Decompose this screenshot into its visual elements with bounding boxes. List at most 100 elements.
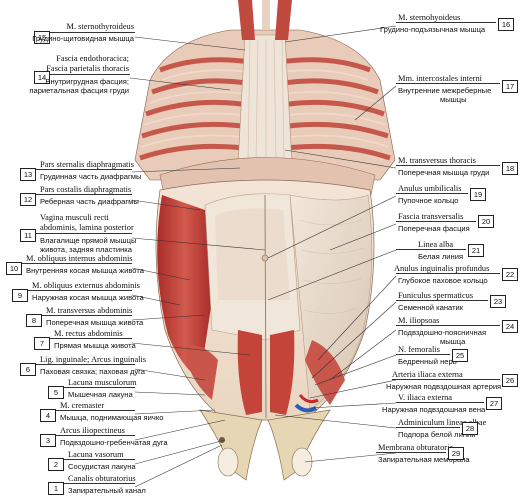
label-latin-9: M. obliquus externus abdominis [32,281,140,290]
label-number-5: 5 [48,386,64,399]
label-russian-7: Прямая мышца живота [54,341,136,350]
label-number-10: 10 [6,262,22,275]
label-russian-12: Реберная часть диафрагмы [40,197,139,206]
label-latin-21: Linea alba [418,240,454,249]
label-russian-13: Грудинная часть диафрагмы [40,172,142,181]
label-number-1: 1 [48,482,64,495]
label-russian-11b: живота, задняя пластинка [40,245,133,254]
sternohyoid-muscle [275,0,292,40]
label-latin-8: M. transversus abdominis [46,306,133,315]
label-russian-17b: мышцы [440,95,467,104]
label-latin-25: N. femoralis [398,345,440,354]
label-latin-28: Adminiculum lineae albae [398,418,487,427]
label-russian-3: Подвздошно-гребенчатая дуга [60,438,168,447]
label-latin-24: M. iliopsoas [398,316,440,325]
label-latin-5: Lacuna musculorum [68,378,137,387]
label-russian-10: Внутренняя косая мышца живота [26,266,144,275]
label-russian-17a: Внутренние межреберные [398,86,492,95]
label-latin-27: V. iliaca externa [398,393,453,402]
label-latin-11b: abdominis, lamina posterior [40,223,134,232]
label-latin-14a: Fascia endothoracica; [56,54,129,63]
label-russian-14b: париетальная фасция груди [29,86,129,95]
leader-lines [129,25,397,488]
label-russian-4: Мышца, поднимающая яичко [60,413,164,422]
label-number-4: 4 [40,409,56,422]
label-latin-11a: Vagina musculi recti [40,213,109,222]
label-number-12: 12 [20,193,36,206]
label-number-16: 16 [498,18,514,31]
label-latin-13: Pars sternalis diaphragmatis [40,160,134,169]
label-russian-8: Поперечная мышца живота [46,318,144,327]
label-number-22: 22 [502,268,518,281]
label-russian-5: Мышечная лакуна [68,390,133,399]
label-number-14: 14 [34,71,50,84]
label-latin-2: Lacuna vasorum [68,450,124,459]
label-russian-28: Подпора белой линии [398,430,476,439]
external-iliac-artery [298,394,319,404]
rectus-abdominis-left [237,330,262,415]
label-russian-22: Глубокое паховое кольцо [398,276,488,285]
label-latin-26: Arteria iliaca externa [392,370,463,379]
label-number-7: 7 [34,337,50,350]
label-russian-23: Семенной канатик [398,303,464,312]
label-latin-3: Arcus iliopectineus [60,426,125,435]
label-russian-18: Поперечная мышца груди [398,168,490,177]
label-latin-20: Fascia transversalis [398,212,464,221]
label-russian-20: Поперечная фасция [398,224,470,233]
label-latin-17: Mm. intercostales interni [398,74,482,83]
label-number-13: 13 [20,168,36,181]
label-russian-15: Грудино-щитовидная мышца [32,34,134,43]
label-russian-9: Наружная косая мышца живота [32,293,144,302]
label-russian-6: Паховая связка; паховая дуга [40,367,145,376]
label-number-27: 27 [486,397,502,410]
label-latin-14b: Fascia parietalis thoracis [46,64,129,73]
label-latin-23: Funiculus spermaticus [398,291,474,300]
label-russian-24b: мышца [440,337,466,346]
label-number-24: 24 [502,320,518,333]
label-number-28: 28 [462,422,478,435]
pelvis-right [267,409,331,481]
label-latin-22: Anulus inguinalis profundus [394,264,490,273]
label-number-11: 11 [20,229,36,242]
label-number-19: 19 [470,188,486,201]
label-russian-21: Белая линия [418,252,464,261]
label-russian-27: Наружная подвздошная вена [382,405,486,414]
label-number-15: 15 [34,31,50,44]
label-latin-18: M. transversus thoracis [398,156,476,165]
label-latin-6: Lig. inguinale; Arcus inguinalis [40,355,147,364]
external-iliac-vein [294,403,317,413]
label-latin-15: M. sternothyroideus [66,22,134,31]
label-number-21: 21 [468,244,484,257]
pelvis-left [199,409,263,481]
label-number-25: 25 [452,349,468,362]
label-number-20: 20 [478,215,494,228]
linea-alba [264,194,267,419]
label-russian-2: Сосудистая лакуна [68,462,136,471]
label-russian-16: Грудино-подъязычная мышца [380,25,486,34]
umbilical-ring [261,254,269,262]
label-number-6: 6 [20,363,36,376]
label-number-17: 17 [502,80,518,93]
label-latin-12: Pars costalis diaphragmatis [40,185,132,194]
iliopsoas [305,340,345,405]
label-russian-19: Пупочное кольцо [398,196,459,205]
label-latin-1: Canalis obturatorius [68,474,136,483]
label-russian-26: Наружная подвздошная артерия [386,382,502,391]
label-russian-24a: Подвздошно-поясничная [398,328,487,337]
label-number-9: 9 [12,289,28,302]
label-number-8: 8 [26,314,42,327]
label-latin-19: Anulus umbilicalis [398,184,462,193]
label-russian-25: Бедренный нерв [398,357,457,366]
sternothyroid-muscle [238,0,255,40]
rectus-abdominis-right [270,330,295,415]
label-latin-16: M. sternohyoideus [398,13,461,22]
label-number-2: 2 [48,458,64,471]
label-russian-11a: Влагалище прямой мышцы [40,236,137,245]
label-number-26: 26 [502,374,518,387]
label-latin-10: M. obliquus internus abdominis [26,254,133,263]
label-russian-1: Запирательный канал [68,486,146,495]
label-latin-7: M. rectus abdominis [54,329,123,338]
label-number-3: 3 [40,434,56,447]
